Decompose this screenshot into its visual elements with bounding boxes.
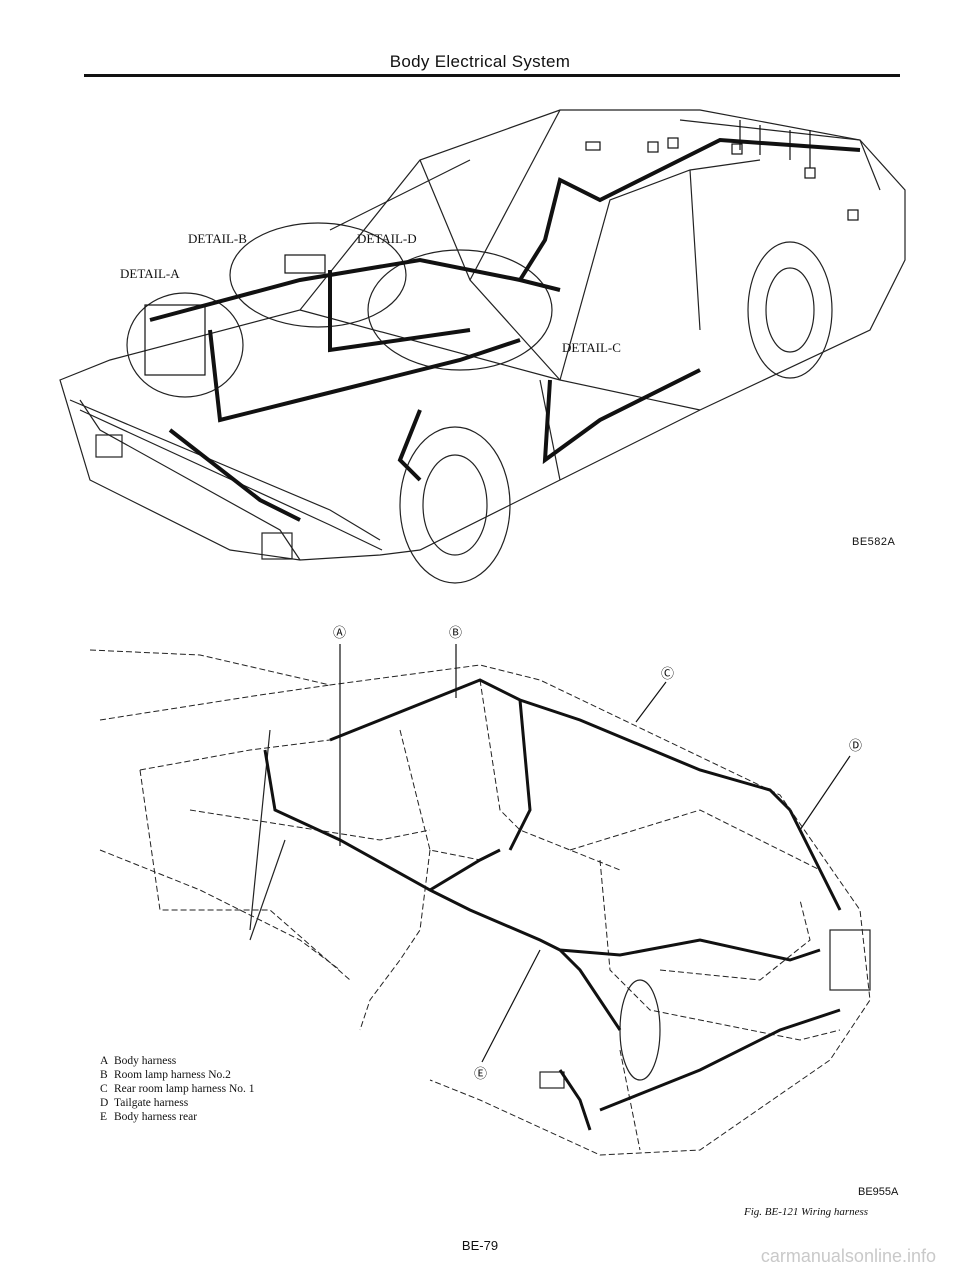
detail-label-b: DETAIL-B: [188, 231, 247, 246]
callout-d: Ⓓ: [849, 738, 862, 753]
figure-caption: Fig. BE-121 Wiring harness: [744, 1206, 869, 1218]
callout-c: Ⓒ: [661, 666, 674, 681]
detail-label-d: DETAIL-D: [357, 231, 417, 246]
detail-label-a: DETAIL-A: [120, 266, 180, 281]
wagon-wiring-diagram: Ⓐ Ⓑ Ⓒ Ⓓ Ⓔ: [89, 625, 871, 1156]
figure-code-bottom: BE955A: [858, 1186, 899, 1198]
detail-label-c: DETAIL-C: [562, 340, 621, 355]
figure-code-top: BE582A: [852, 536, 896, 548]
page-number: BE-79: [461, 1238, 499, 1253]
callout-e: Ⓔ: [474, 1066, 487, 1081]
coupe-wiring-diagram: DETAIL-B DETAIL-D DETAIL-A DETAIL-C BE58…: [59, 109, 906, 584]
callout-a: Ⓐ: [333, 625, 346, 640]
callout-b: Ⓑ: [449, 625, 462, 640]
header-rule: [84, 74, 900, 77]
watermark: carmanualsonline.info: [760, 1246, 936, 1266]
page-title: Body Electrical System: [389, 52, 571, 71]
